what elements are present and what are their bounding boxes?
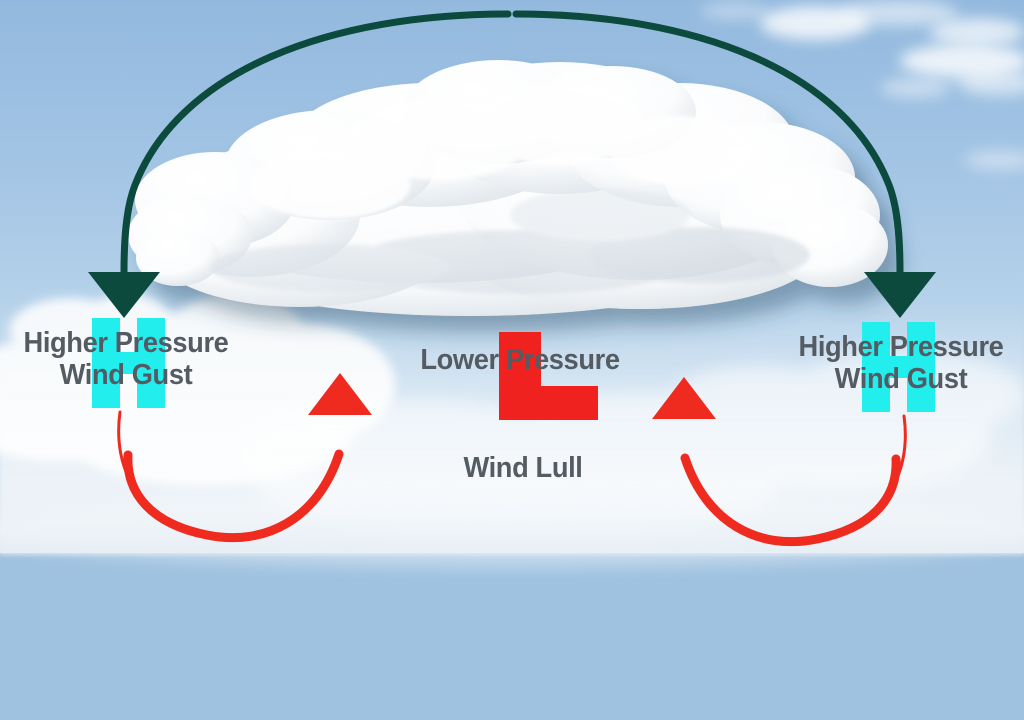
high-pressure-symbol-right <box>862 322 935 412</box>
ascending-arrow-left <box>117 373 372 543</box>
high-pressure-symbol-left <box>92 318 165 408</box>
label-left-line2: Wind Gust <box>59 359 193 391</box>
label-higher-pressure-right: Higher Pressure Wind Gust <box>785 331 1016 395</box>
descending-arrow-left <box>88 10 512 318</box>
cirrus-cloud <box>880 78 950 98</box>
ascending-arrow-right <box>652 377 907 547</box>
label-right-line1: Higher Pressure <box>798 331 1004 363</box>
cirrus-cloud <box>838 0 958 26</box>
low-pressure-symbol-center <box>499 332 598 420</box>
label-right-line2: Wind Gust <box>834 363 968 395</box>
cirrus-cloud <box>958 70 1024 96</box>
descending-arrow-right <box>512 10 936 318</box>
cirrus-cloud <box>700 2 770 20</box>
label-higher-pressure-left: Higher Pressure Wind Gust <box>8 327 245 391</box>
label-wind-lull: Wind Lull <box>463 452 583 484</box>
label-lower-pressure: Lower Pressure <box>420 344 620 376</box>
label-left-line1: Higher Pressure <box>23 327 229 359</box>
cirrus-cloud <box>965 150 1024 170</box>
cirrus-cloud <box>930 18 1024 46</box>
